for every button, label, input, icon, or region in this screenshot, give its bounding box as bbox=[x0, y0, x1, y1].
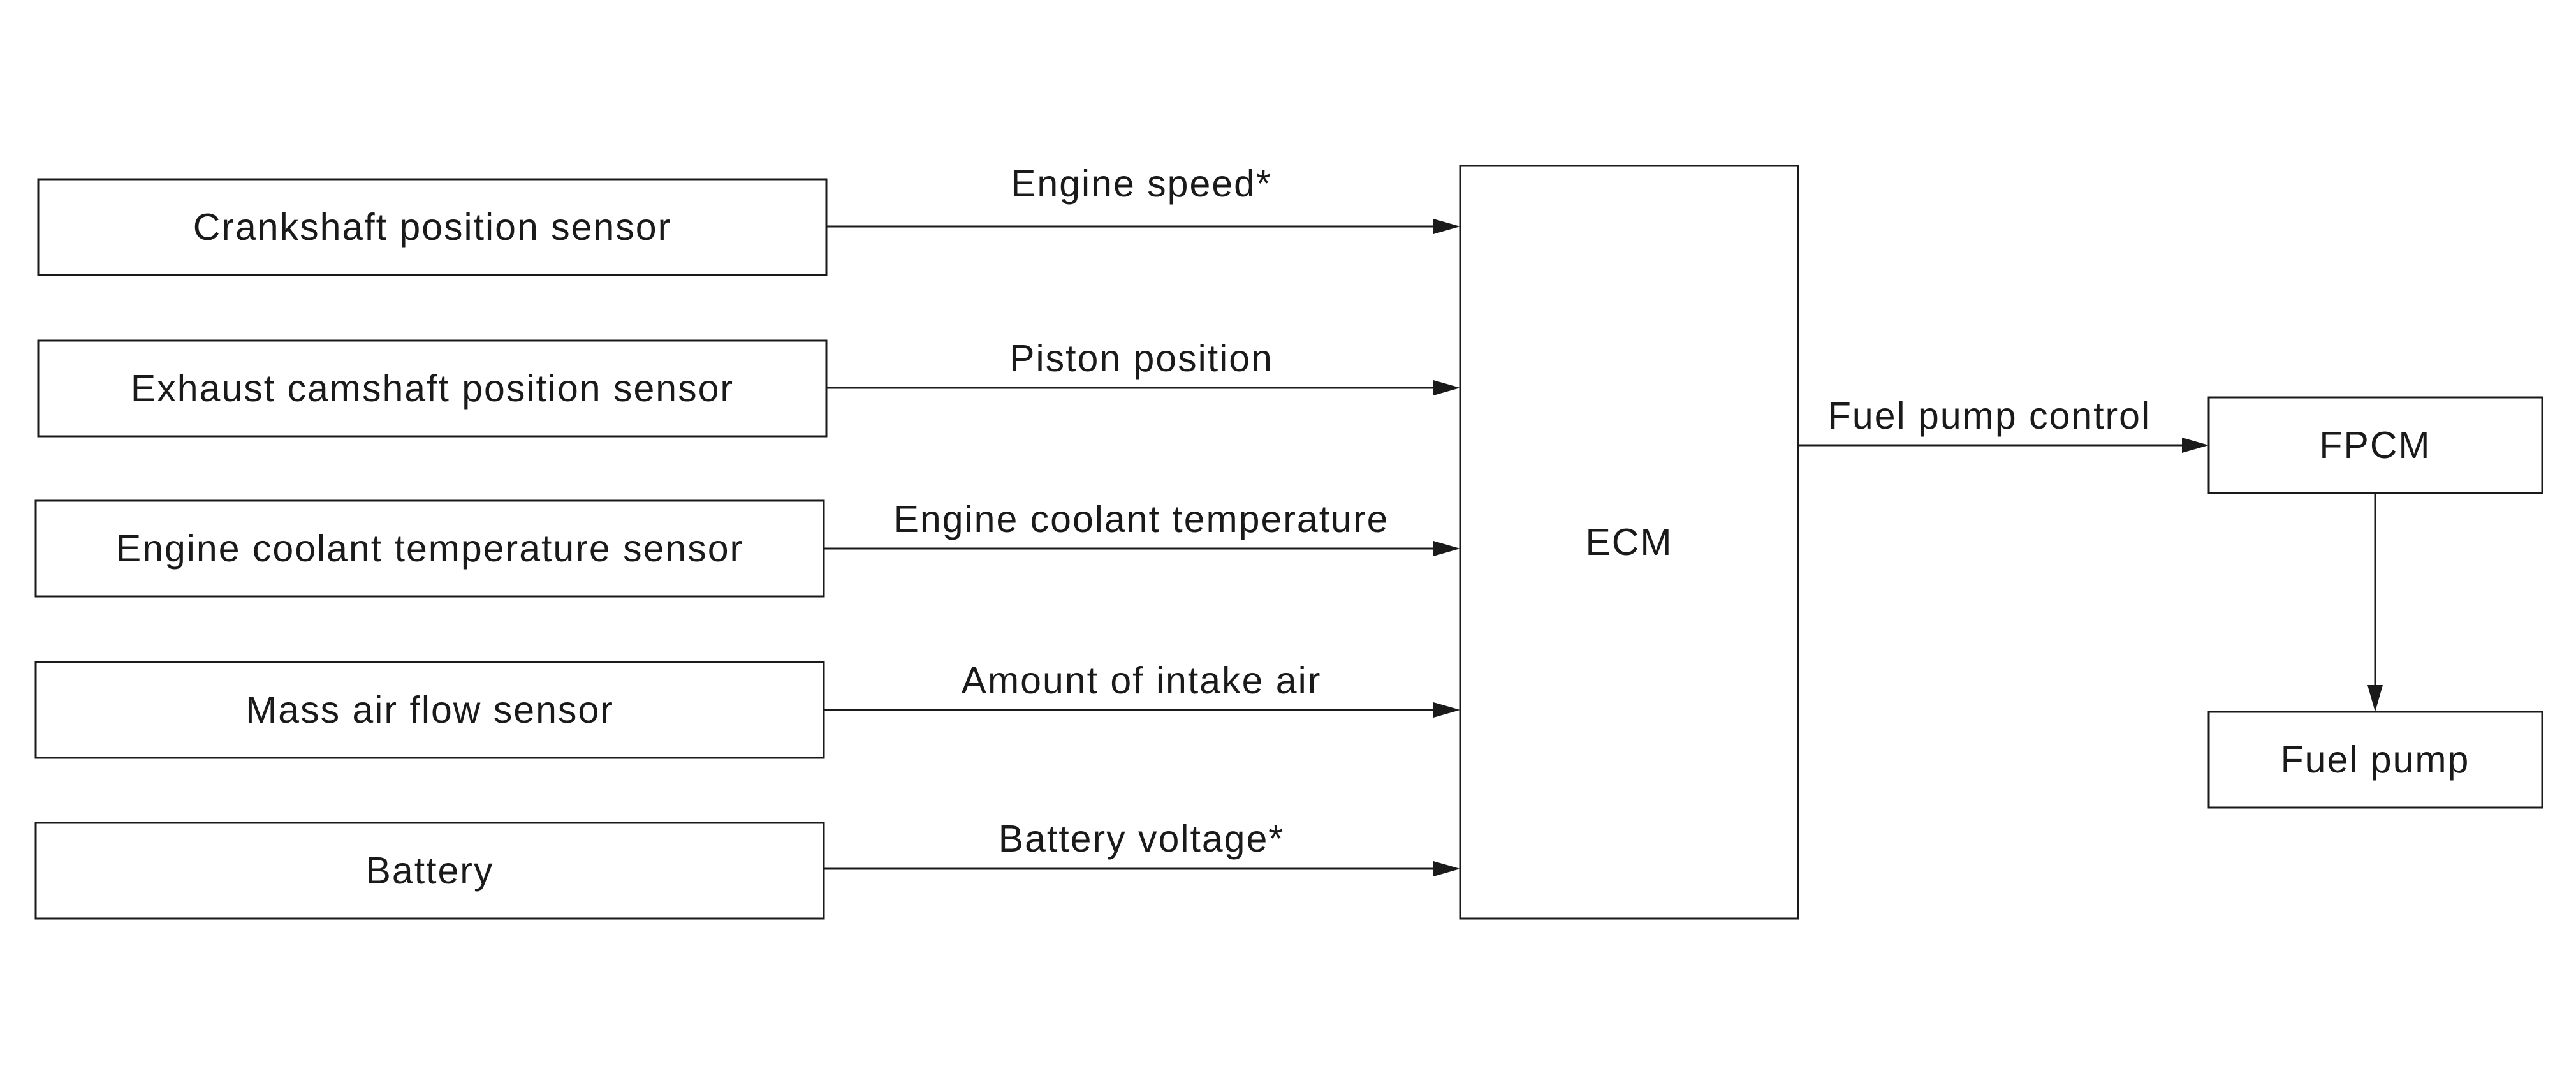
ecm-box bbox=[1459, 165, 1799, 920]
fpcm-box bbox=[2207, 396, 2543, 494]
fuel-pump-label: Fuel pump bbox=[2281, 739, 2470, 781]
engine-coolant-temperature-sensor-box bbox=[34, 499, 825, 598]
mass-air-flow-sensor-box bbox=[34, 661, 825, 759]
input-crankshaft-position-sensor: Crankshaft position sensor Engine speed* bbox=[37, 163, 1460, 276]
fuel-pump-box bbox=[2207, 711, 2543, 809]
fuel-pump-block: Fuel pump bbox=[2207, 711, 2543, 809]
crankshaft-position-sensor-box bbox=[37, 178, 828, 276]
piston-position-signal-label: Piston position bbox=[1009, 337, 1273, 380]
input-exhaust-camshaft-position-sensor: Exhaust camshaft position sensor Piston … bbox=[37, 337, 1460, 438]
fuel-pump-arrowhead bbox=[2367, 685, 2383, 712]
battery-voltage-signal-label: Battery voltage* bbox=[999, 818, 1285, 860]
amount-of-intake-air-arrowhead bbox=[1433, 702, 1460, 718]
engine-speed-signal-label: Engine speed* bbox=[1011, 163, 1272, 205]
engine-coolant-temperature-arrowhead bbox=[1433, 541, 1460, 556]
fuel-pump-connection bbox=[2367, 493, 2383, 712]
input-mass-air-flow-sensor: Mass air flow sensor Amount of intake ai… bbox=[34, 660, 1460, 759]
battery-label: Battery bbox=[366, 850, 494, 892]
fuel-pump-control-arrowhead bbox=[2182, 438, 2209, 453]
ecm-block: ECM bbox=[1459, 165, 1799, 920]
engine-coolant-temperature-signal-label: Engine coolant temperature bbox=[894, 498, 1389, 540]
battery-box bbox=[34, 822, 825, 920]
amount-of-intake-air-signal-label: Amount of intake air bbox=[962, 660, 1322, 702]
engine-coolant-temperature-sensor-label: Engine coolant temperature sensor bbox=[116, 528, 743, 570]
crankshaft-position-sensor-label: Crankshaft position sensor bbox=[193, 206, 672, 248]
input-engine-coolant-temperature-sensor: Engine coolant temperature sensor Engine… bbox=[34, 498, 1460, 598]
input-battery: Battery Battery voltage* bbox=[34, 818, 1460, 920]
fpcm-label: FPCM bbox=[2319, 424, 2431, 466]
piston-position-arrowhead bbox=[1433, 380, 1460, 395]
battery-voltage-arrowhead bbox=[1433, 861, 1460, 876]
exhaust-camshaft-position-sensor-box bbox=[37, 339, 828, 438]
ecm-label: ECM bbox=[1585, 521, 1672, 563]
fuel-pump-control-signal-label: Fuel pump control bbox=[1828, 395, 2151, 437]
fpcm-block: FPCM bbox=[2207, 396, 2543, 494]
fuel-pump-control-connection: Fuel pump control bbox=[1798, 395, 2209, 453]
exhaust-camshaft-position-sensor-label: Exhaust camshaft position sensor bbox=[131, 367, 734, 410]
engine-speed-arrowhead bbox=[1433, 219, 1460, 234]
mass-air-flow-sensor-label: Mass air flow sensor bbox=[245, 689, 614, 731]
